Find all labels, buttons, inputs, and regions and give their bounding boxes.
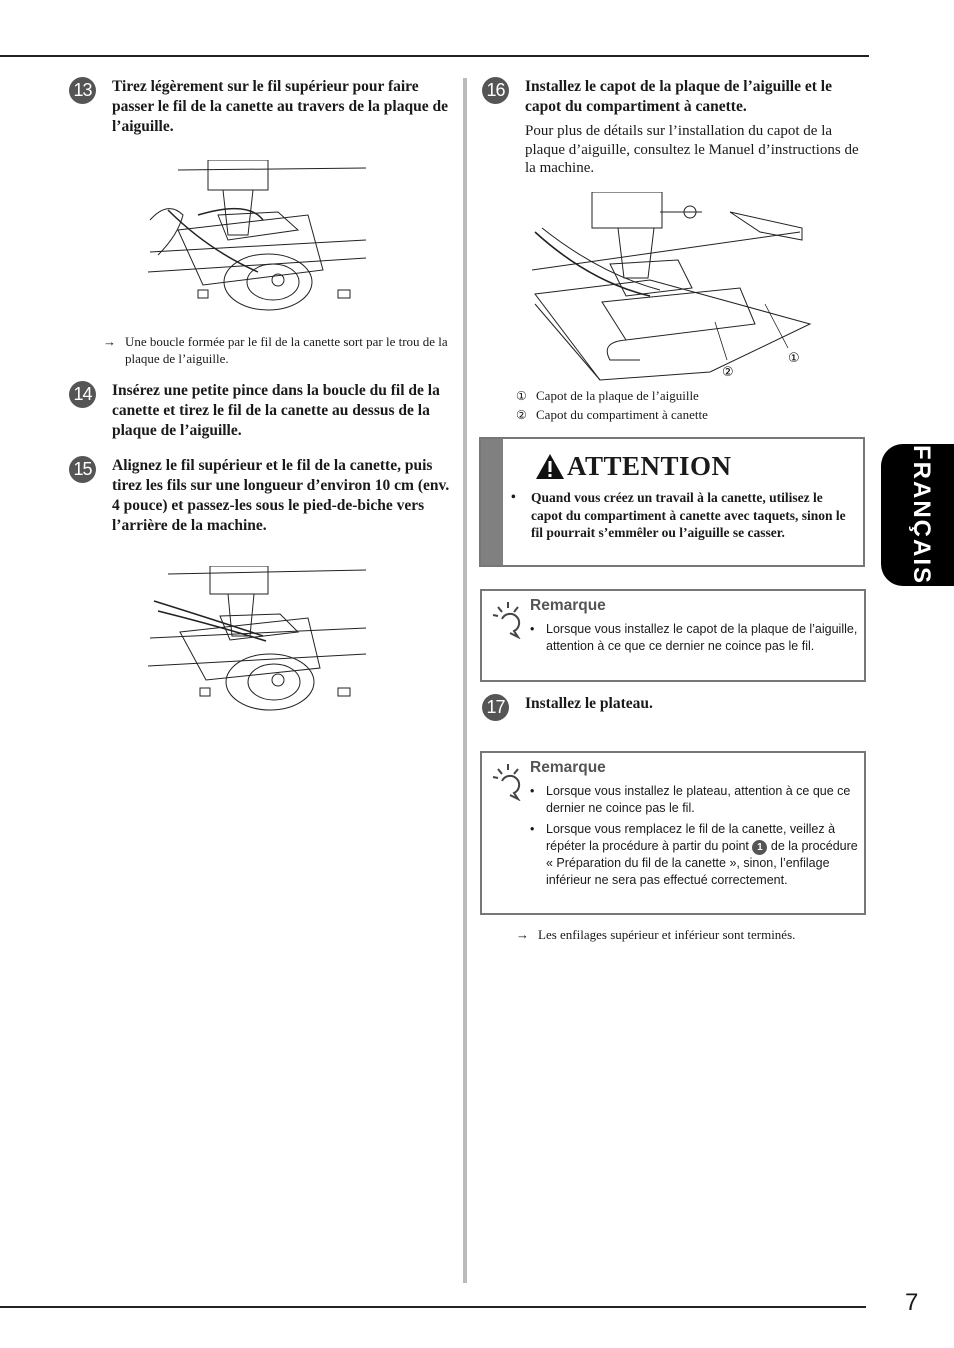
arrow-icon: →	[103, 334, 116, 349]
callout-1: ①	[788, 351, 800, 366]
note-box-2: Remarque Lorsque vous installez le plate…	[480, 751, 866, 915]
illustration-step-13	[148, 160, 367, 311]
note-item: Lorsque vous installez le plateau, atten…	[530, 783, 860, 817]
step-title: Installez le capot de la plaque de l’aig…	[525, 78, 832, 115]
step-number: 14	[69, 381, 96, 408]
legend-marker: ①	[516, 389, 527, 403]
illustration-step-15	[148, 566, 367, 711]
column-divider	[463, 78, 467, 1283]
arrow-icon: →	[516, 927, 529, 942]
step-title: Alignez le fil supérieur et le fil de la…	[112, 457, 450, 534]
top-rule	[0, 55, 869, 57]
note-item: Lorsque vous installez le capot de la pl…	[530, 621, 860, 655]
step-16-body: Pour plus de détails sur l’installation …	[525, 123, 859, 176]
result-text: Une boucle formée par le fil de la canet…	[125, 334, 448, 366]
step-16-legend: ① Capot de la plaque de l’aiguille ② Cap…	[516, 388, 856, 423]
legend-item: ② Capot du compartiment à canette	[516, 407, 856, 424]
step-title: Tirez légèrement sur le fil supérieur po…	[112, 78, 448, 135]
bottom-rule	[0, 1306, 866, 1308]
step-number: 17	[482, 694, 509, 721]
note-item: Lorsque vous remplacez le fil de la cane…	[530, 821, 860, 889]
final-result: → Les enfilages supérieur et inférieur s…	[516, 927, 856, 944]
attention-title: ATTENTION	[567, 451, 732, 481]
lightbulb-note-icon	[492, 602, 521, 639]
step-number: 15	[69, 456, 96, 483]
note-label: Remarque	[530, 759, 606, 776]
attention-text: Quand vous créez un travail à la canette…	[531, 490, 846, 540]
step-number: 13	[69, 77, 96, 104]
page-number: 7	[905, 1289, 919, 1316]
step-title: Insérez une petite pince dans la boucle …	[112, 382, 440, 439]
legend-marker: ②	[516, 407, 527, 422]
note-text-before: Lorsque vous remplacez le fil de la cane…	[546, 822, 836, 853]
legend-text: Capot du compartiment à canette	[536, 406, 708, 422]
note-list: Lorsque vous installez le capot de la pl…	[530, 621, 860, 659]
illustration-step-16: ② ①	[531, 192, 812, 381]
bullet: •	[511, 489, 516, 504]
note-label: Remarque	[530, 597, 606, 614]
legend-item: ① Capot de la plaque de l’aiguille	[516, 388, 856, 405]
callout-2: ②	[722, 365, 734, 380]
attention-sidebar	[481, 439, 503, 565]
attention-box: ATTENTION • Quand vous créez un travail …	[479, 437, 865, 567]
legend-text: Capot de la plaque de l’aiguille	[536, 388, 699, 403]
note-list: Lorsque vous installez le plateau, atten…	[530, 783, 860, 893]
language-tab-label: FRANÇAIS	[908, 445, 935, 585]
note-box-1: Remarque Lorsque vous installez le capot…	[480, 589, 866, 682]
step-point-marker: 1	[752, 840, 768, 855]
step-number: 16	[482, 77, 509, 104]
result-text: Les enfilages supérieur et inférieur son…	[538, 927, 796, 942]
note-text-after: de la procédure « Préparation du fil de …	[546, 839, 858, 887]
warning-triangle-icon	[536, 454, 564, 479]
step-title: Installez le plateau.	[525, 695, 653, 712]
language-tab: FRANÇAIS	[881, 444, 954, 586]
step-13-result: → Une boucle formée par le fil de la can…	[103, 334, 453, 367]
lightbulb-note-icon	[492, 764, 521, 801]
